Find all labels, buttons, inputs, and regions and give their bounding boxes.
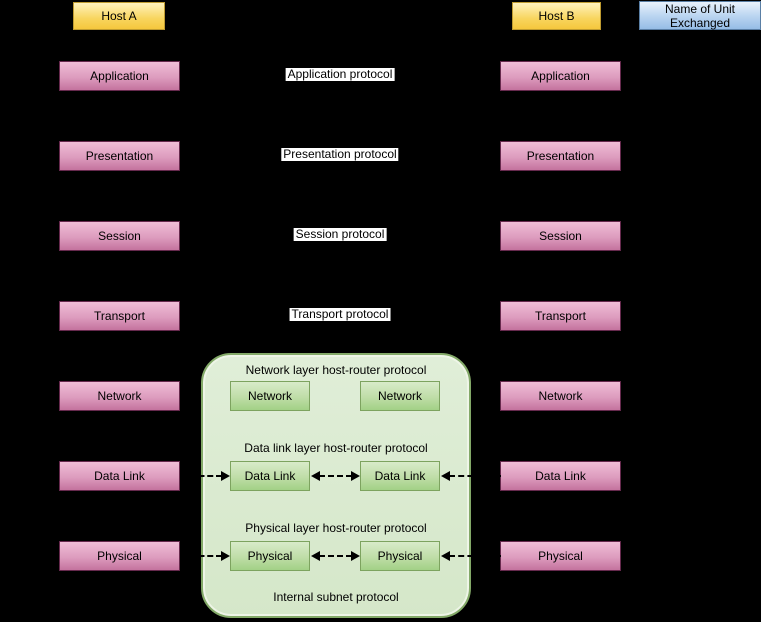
router1-datalink-box: Data Link [230,461,310,491]
hosta-layer-transport: Transport [59,301,180,331]
hosta-layer-session: Session [59,221,180,251]
router1-physical-box: Physical [230,541,310,571]
hosta-layer-physical: Physical [59,541,180,571]
network-host-router-protocol-label: Network layer host-router protocol [245,363,427,377]
router1-network-box: Network [230,381,310,411]
hosta-layer-application: Application [59,61,180,91]
hosta-layer-network: Network [59,381,180,411]
hostb-layer-presentation: Presentation [500,141,621,171]
session-protocol-label: Session protocol [293,227,387,241]
unit-exchanged-box: Name of Unit Exchanged [639,1,761,30]
transport-protocol-label: Transport protocol [289,307,391,321]
presentation-protocol-label: Presentation protocol [281,147,399,161]
router2-physical-box: Physical [360,541,440,571]
datalink-host-router-protocol-label: Data link layer host-router protocol [244,441,428,455]
router2-datalink-box: Data Link [360,461,440,491]
host-b-box: Host B [512,2,601,30]
hostb-layer-transport: Transport [500,301,621,331]
hosta-layer-datalink: Data Link [59,461,180,491]
hostb-layer-application: Application [500,61,621,91]
physical-host-router-protocol-label: Physical layer host-router protocol [245,521,427,535]
hosta-layer-presentation: Presentation [59,141,180,171]
hostb-layer-session: Session [500,221,621,251]
router2-network-box: Network [360,381,440,411]
hostb-layer-physical: Physical [500,541,621,571]
hostb-layer-datalink: Data Link [500,461,621,491]
hostb-layer-network: Network [500,381,621,411]
internal-subnet-protocol-label: Internal subnet protocol [273,590,399,604]
host-a-box: Host A [73,2,165,30]
application-protocol-label: Application protocol [285,67,395,81]
